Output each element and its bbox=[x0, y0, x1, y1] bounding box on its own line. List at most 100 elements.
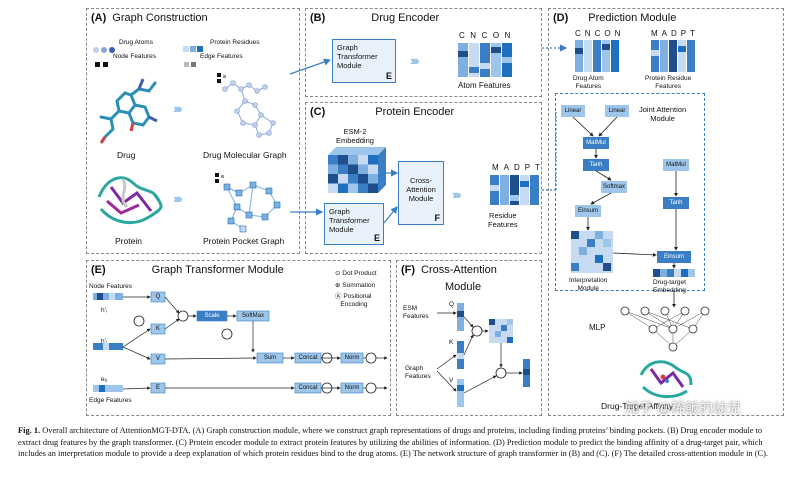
protein-residue-letters: MADPT bbox=[651, 29, 700, 38]
panel-d-title: (D)Prediction Module bbox=[553, 12, 677, 24]
matmul-node-2: MatMul bbox=[663, 159, 689, 171]
panel-connector-arrows bbox=[289, 44, 568, 216]
protein-encoder-arrows bbox=[383, 169, 399, 224]
legend-drug-atoms: Drug Atoms bbox=[119, 39, 153, 46]
affinity-label: Drug-Target Affinity bbox=[601, 401, 674, 411]
panel-graph-transformer: (E)Graph Transformer Module ⊙ Dot Produc… bbox=[86, 260, 391, 416]
panel-b-title: (B)Drug Encoder bbox=[310, 12, 440, 24]
joint-attention-box bbox=[555, 93, 705, 291]
drug-target-embedding-bar bbox=[653, 269, 695, 277]
tanh-node-2: Tanh bbox=[663, 197, 689, 209]
residue-feature-matrix bbox=[490, 175, 539, 205]
atom-letters: CNCON bbox=[459, 31, 516, 40]
panel-f-subtitle: Module bbox=[445, 281, 482, 293]
interpretation-heatmap bbox=[571, 231, 613, 273]
norm-node-1: Norm bbox=[344, 355, 360, 361]
legend-dot-product: ⊙ Dot Product bbox=[335, 270, 377, 277]
legend-summation: ⊕ Summation bbox=[335, 282, 376, 289]
legend-positional: Ⓐ Positional Encoding bbox=[335, 293, 372, 308]
mlp-network bbox=[620, 306, 710, 352]
protein-residues-swatch bbox=[183, 39, 203, 57]
drug-molecule-image bbox=[99, 78, 158, 144]
linear-node-1: Linear bbox=[561, 105, 585, 117]
concat-node-1: Concat bbox=[298, 355, 318, 361]
q-label-f: Q bbox=[449, 301, 455, 308]
tanh-node-1: Tanh bbox=[583, 159, 609, 171]
sum-node: Sum bbox=[263, 355, 277, 361]
einsum-node-1: Einsum bbox=[575, 205, 601, 217]
node-features-label: Node Features bbox=[89, 283, 132, 290]
drug-atom-matrix bbox=[575, 40, 619, 72]
e-node: E bbox=[155, 385, 160, 391]
edge-features-label: Edge Features bbox=[89, 397, 132, 404]
k-node: K bbox=[155, 326, 160, 332]
protein-structure-image bbox=[97, 176, 163, 225]
legend-edge-features: Edge Features bbox=[200, 53, 243, 60]
complex-structure-image bbox=[639, 360, 693, 398]
protein-residue-matrix bbox=[651, 40, 695, 72]
panel-graph-construction: (A)Graph Construction Drug Atoms Protein… bbox=[86, 8, 300, 254]
residue-letters: MADPT bbox=[492, 163, 546, 172]
cross-attention-diagram bbox=[436, 303, 530, 407]
linear-node-2: Linear bbox=[605, 105, 629, 117]
encoder-arrow: ››››› bbox=[410, 53, 420, 68]
atom-feature-matrix bbox=[458, 43, 512, 77]
watermark: 知乎 @稀飯的幼兒 bbox=[625, 400, 742, 416]
protein-label: Protein bbox=[115, 236, 142, 246]
k-label-f: K bbox=[449, 339, 454, 346]
node-features-swatch bbox=[95, 54, 108, 72]
drug-label: Drug bbox=[117, 150, 136, 160]
graph-transformer-diagram bbox=[93, 291, 388, 394]
softmax-node: Softmax bbox=[601, 181, 627, 193]
panel-e-title: (E)Graph Transformer Module bbox=[91, 264, 284, 276]
drug-to-graph-arrow: ››››› bbox=[173, 101, 183, 116]
norm-node-2: Norm bbox=[344, 385, 360, 391]
drug-graph-label: Drug Molecular Graph bbox=[203, 150, 287, 160]
v-label-f: V bbox=[449, 377, 454, 384]
protein-graph-label: Protein Pocket Graph bbox=[203, 236, 285, 246]
drug-graph-image bbox=[217, 73, 276, 138]
caption-label: Fig. 1. bbox=[18, 426, 41, 435]
protein-pocket-graph-image bbox=[215, 173, 281, 233]
panel-f-title: (F)Cross-Attention bbox=[401, 264, 497, 276]
caption-text: Overall architecture of AttentionMGT-DTA… bbox=[18, 426, 768, 458]
mlp-label: MLP bbox=[589, 323, 606, 332]
scale-node: Scale bbox=[204, 313, 220, 319]
esm-embedding-cube bbox=[328, 147, 386, 193]
drug-atoms-swatch bbox=[93, 40, 115, 58]
matmul-node-1: MatMul bbox=[583, 137, 609, 149]
concat-node-2: Concat bbox=[298, 385, 318, 391]
legend-protein-residues: Protein Residues bbox=[210, 39, 260, 46]
figure-caption: Fig. 1. Overall architecture of Attentio… bbox=[18, 425, 778, 460]
h-i-label: h'ᵢ bbox=[101, 307, 107, 314]
h-j-label: h'ⱼ bbox=[101, 338, 107, 345]
softmax-node-e: SoftMax bbox=[241, 313, 264, 319]
protein-to-graph-arrow: ››››› bbox=[173, 191, 183, 206]
protein-encoder-chevron: ››››› bbox=[452, 187, 462, 202]
panel-a-title: (A)Graph Construction bbox=[91, 12, 208, 24]
drug-atom-letters: CNCON bbox=[575, 29, 625, 38]
legend-node-features: Node Features bbox=[113, 53, 156, 60]
panel-c-title: (C)Protein Encoder bbox=[310, 106, 455, 118]
atom-features-label: Atom Features bbox=[458, 81, 511, 90]
e-ij-label: eᵢⱼ bbox=[101, 376, 107, 383]
v-node: V bbox=[155, 356, 160, 362]
q-node: Q bbox=[155, 294, 161, 300]
einsum-node-2: Einsum bbox=[657, 251, 691, 263]
